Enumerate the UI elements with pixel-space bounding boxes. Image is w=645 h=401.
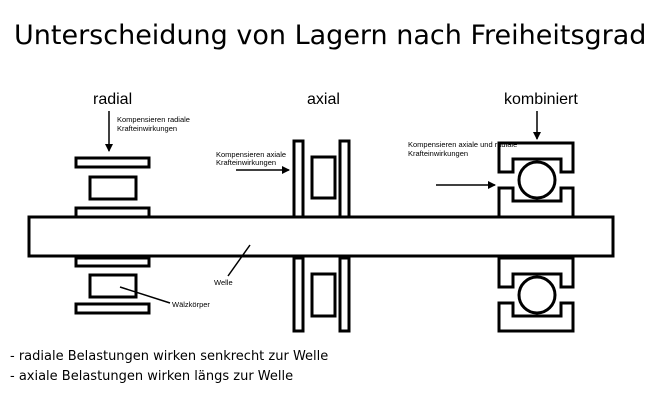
axial-description-line2: Krafteinwirkungen (216, 158, 276, 167)
shaft-label: Welle (214, 278, 233, 287)
diagram-title: Unterscheidung von Lagern nach Freiheits… (14, 20, 645, 51)
radial-label: radial (93, 91, 132, 108)
radial-description-line2: Krafteinwirkungen (117, 124, 177, 133)
shaft-pointer (227, 244, 251, 277)
rolling-element-pointer (119, 286, 171, 304)
combined-bearing (497, 141, 575, 333)
axial-label: axial (307, 91, 340, 108)
note-axial-load: - axiale Belastungen wirken längs zur We… (10, 369, 293, 384)
axial-description-line1: Kompensieren axiale (216, 150, 286, 159)
combined-description-line2: Krafteinwirkungen (408, 149, 468, 158)
note-radial-load: - radiale Belastungen wirken senkrecht z… (10, 349, 328, 364)
axial-bearing (292, 139, 351, 333)
combined-label: kombiniert (504, 91, 578, 108)
radial-bearing (74, 156, 151, 315)
shaft (27, 215, 615, 258)
rolling-element-label: Wälzkörper (172, 300, 210, 309)
combined-description-line1: Kompensieren axiale und radiale (408, 140, 517, 149)
radial-description-line1: Kompensieren radiale (117, 115, 190, 124)
